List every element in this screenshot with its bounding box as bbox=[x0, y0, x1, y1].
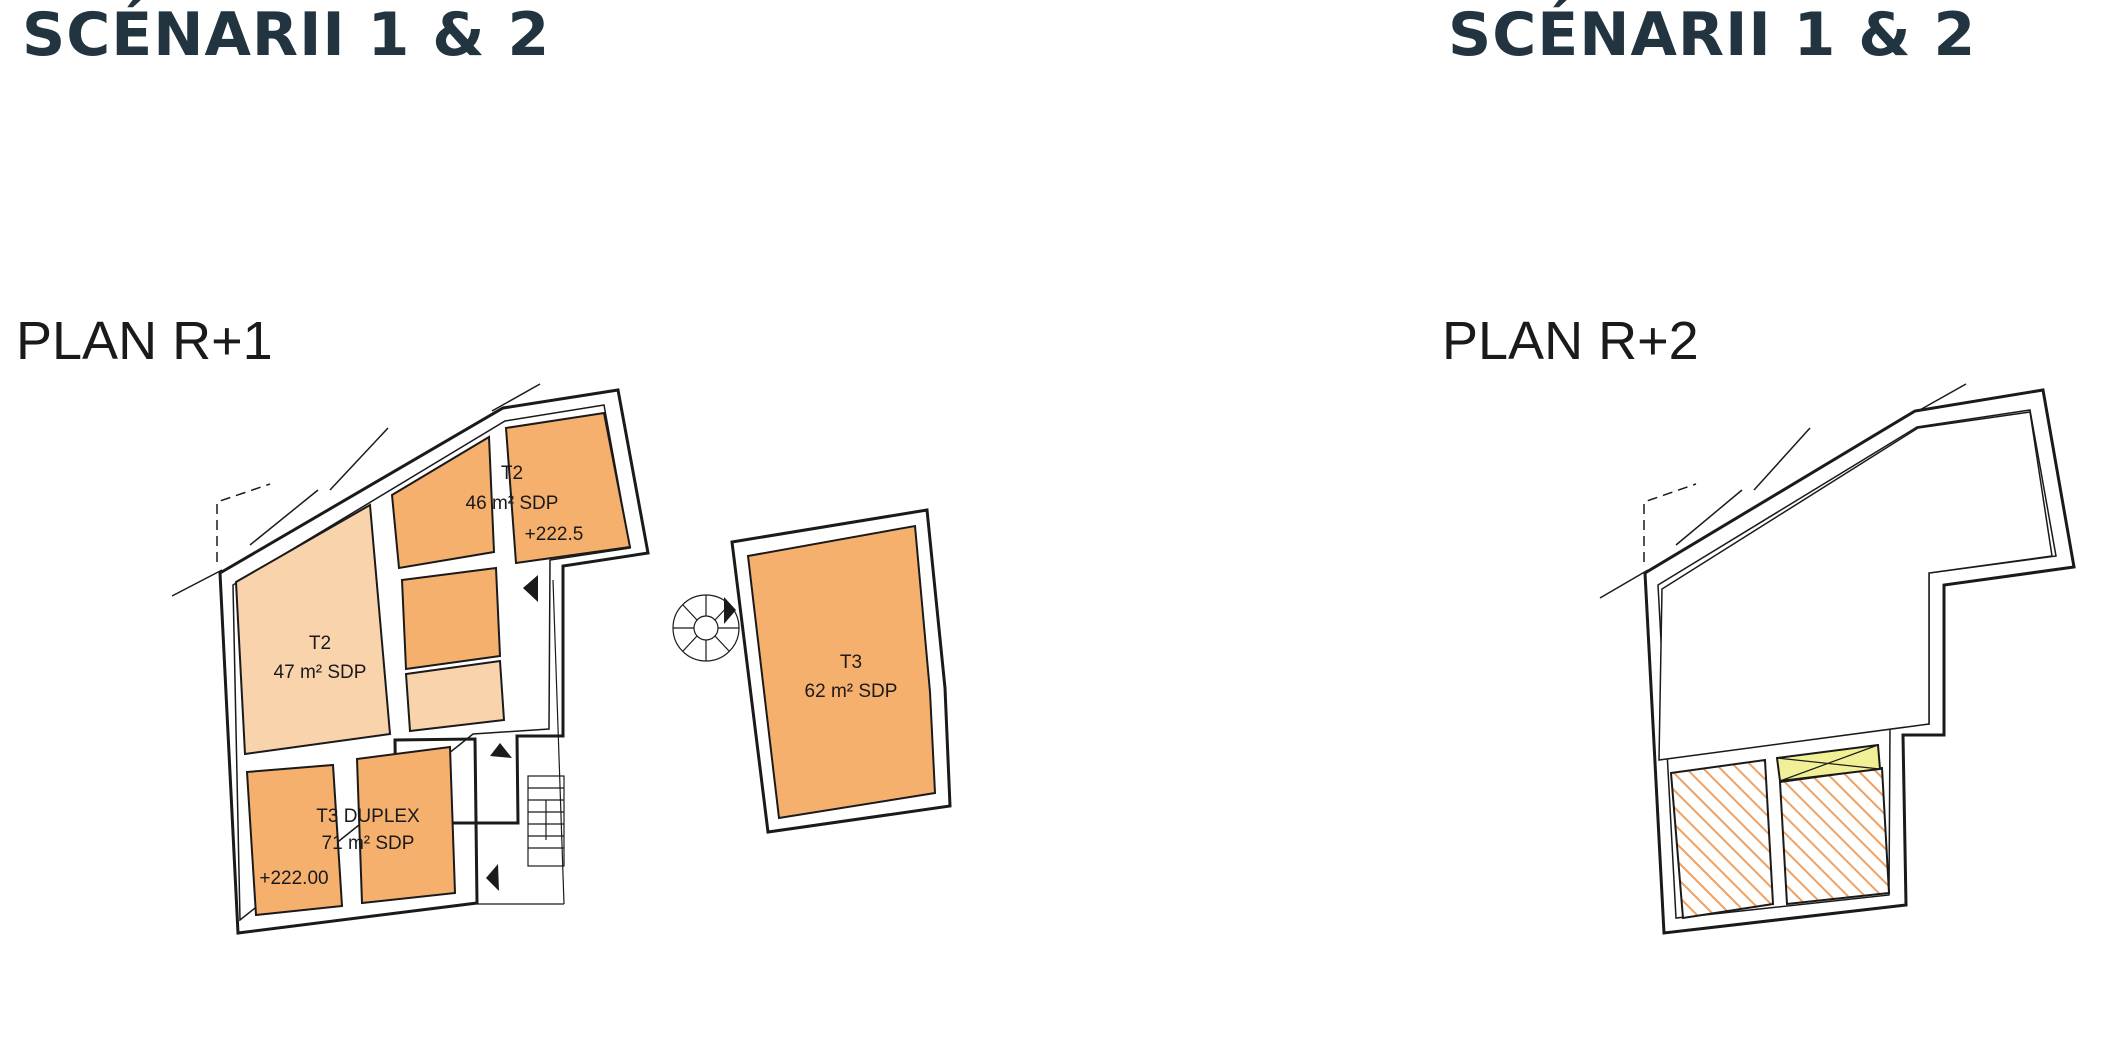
plan-r2 bbox=[1599, 383, 2076, 935]
unit-label-t3-62: T3 bbox=[840, 652, 862, 673]
unit-area-t3-duplex: 71 m² SDP bbox=[322, 833, 415, 854]
level-mark-222-5: +222.5 bbox=[525, 524, 584, 545]
terrace-area-r2 bbox=[1658, 411, 2053, 761]
spiral-stair bbox=[672, 594, 740, 662]
scenario-title-left: SCÉNARII 1 & 2 bbox=[22, 0, 551, 70]
unit-label-t2-46: T2 bbox=[501, 463, 523, 484]
hatched-room-right bbox=[1778, 766, 1891, 906]
plan-title-r1: PLAN R+1 bbox=[16, 311, 273, 371]
hatched-room-left bbox=[1669, 758, 1775, 920]
unit-middle-lower bbox=[404, 659, 506, 733]
unit-t2-46-room bbox=[390, 435, 496, 570]
entry-arrow-1 bbox=[523, 575, 538, 602]
scenario-title-right: SCÉNARII 1 & 2 bbox=[1448, 0, 1977, 70]
unit-t3-duplex-room-a bbox=[245, 763, 344, 917]
level-mark-222-00: +222.00 bbox=[259, 868, 328, 889]
unit-t2-46-room-b bbox=[504, 411, 632, 565]
plan-title-r2: PLAN R+2 bbox=[1442, 311, 1699, 371]
plan-r1: T2 46 m² SDP +222.5 T2 47 m² SDP T3 DUPL… bbox=[171, 383, 650, 935]
entry-arrow-3 bbox=[486, 864, 499, 891]
site-boundary-lines-right bbox=[1599, 383, 1967, 599]
entry-arrow-2 bbox=[490, 743, 512, 758]
stair-left bbox=[527, 775, 565, 867]
unit-middle-upper bbox=[400, 566, 502, 671]
unit-area-t2-47: 47 m² SDP bbox=[274, 662, 367, 683]
unit-t2-47-room bbox=[234, 503, 392, 756]
site-boundary-lines-left bbox=[171, 383, 541, 597]
unit-t3-duplex-room-b bbox=[355, 745, 457, 905]
unit-area-t3-62: 62 m² SDP bbox=[805, 681, 898, 702]
unit-t3-62-room bbox=[746, 524, 937, 820]
unit-area-t2-46: 46 m² SDP bbox=[466, 493, 559, 514]
unit-label-t2-47: T2 bbox=[309, 633, 331, 654]
unit-label-t3-duplex: T3 DUPLEX bbox=[316, 806, 420, 827]
skylight-box bbox=[1775, 743, 1882, 783]
unit-t3-block: T3 62 m² SDP bbox=[672, 508, 952, 834]
